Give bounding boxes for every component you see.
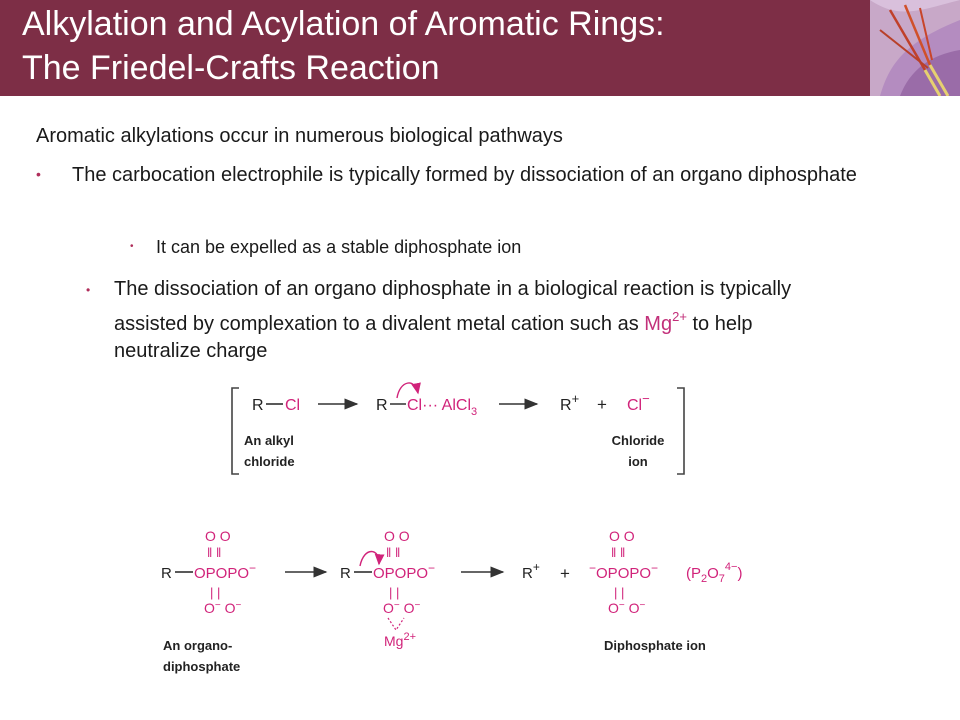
r2-o-bottom-3: O− O− [608,600,646,616]
r2-o-top-1: O O [205,528,231,544]
r2-single-2: | | [389,585,399,600]
r2-o-bottom-2: O− O− [383,600,421,616]
r2-cation: R+ [522,560,540,582]
r1-r: R [252,397,264,414]
bullet-2-main: The dissociation of an organo diphosphat… [114,278,792,335]
r1-label-left-1: An alkyl [244,433,294,448]
title-line-1: Alkylation and Acylation of Aromatic Rin… [22,5,665,43]
slide-title: Alkylation and Acylation of Aromatic Rin… [22,2,862,90]
bullet-2-tail: to help neutralize charge [114,313,753,362]
r2-r: R [161,565,172,582]
r1-complex: Cl··· AlCl3 [407,397,477,418]
r1-plus: + [597,395,607,414]
title-line-2: The Friedel-Crafts Reaction [22,49,440,87]
r2-chain-2: OPOPO− [373,561,435,582]
r2-curved-arrow [359,550,385,567]
r2-o-top-3: O O [609,528,635,544]
bullet-1-text: The carbocation electrophile is typicall… [72,164,857,186]
r1-curved-arrow [396,382,421,399]
r2-mg-coordination [387,617,405,632]
r2-formula: (P2O74−) [686,561,742,585]
r2-o-top-2: O O [384,528,410,544]
r2-r-2: R [340,565,351,582]
bullet-marker: • [36,166,41,182]
mg-symbol: Mg [644,313,673,335]
r1-label-right-1: Chloride [612,433,665,448]
r2-dbl-3: ‖ ‖ [611,545,625,560]
mg-charge: 2+ [672,309,687,324]
r1-cation: R+ [560,391,579,414]
intro-text: Aromatic alkylations occur in numerous b… [36,125,563,147]
r2-mg: Mg2+ [384,631,416,649]
r2-dbl-1: ‖ ‖ [207,545,221,560]
r1-label-right-2: ion [628,454,648,469]
mg-ion: Mg2+ [644,309,687,335]
r1-anion: Cl− [627,391,650,414]
r2-single-1: | | [210,585,220,600]
bullet-2-text: The dissociation of an organo diphosphat… [114,276,844,365]
r2-diphosphate: −OPOPO− [589,561,658,582]
r2-plus: + [560,564,570,583]
r1-cl: Cl [285,397,300,414]
r2-label-right: Diphosphate ion [604,638,706,653]
r1-complex-r: R [376,397,388,414]
right-bracket [677,387,685,475]
flower-decoration-icon [870,0,960,96]
r2-chain: OPOPO− [194,561,256,582]
r2-label-left-2: diphosphate [163,659,240,674]
left-bracket [231,387,239,475]
r2-o-bottom-1: O− O− [204,600,242,616]
r1-label-left-2: chloride [244,454,295,469]
title-bar: Alkylation and Acylation of Aromatic Rin… [0,0,960,96]
r2-single-3: | | [614,585,624,600]
sub-bullet-text: It can be expelled as a stable diphospha… [156,237,522,257]
r2-dbl-2: ‖ ‖ [386,545,400,560]
bullet-marker: • [86,283,91,297]
r2-label-left-1: An organo- [163,638,232,653]
sub-bullet-marker: • [130,241,134,252]
